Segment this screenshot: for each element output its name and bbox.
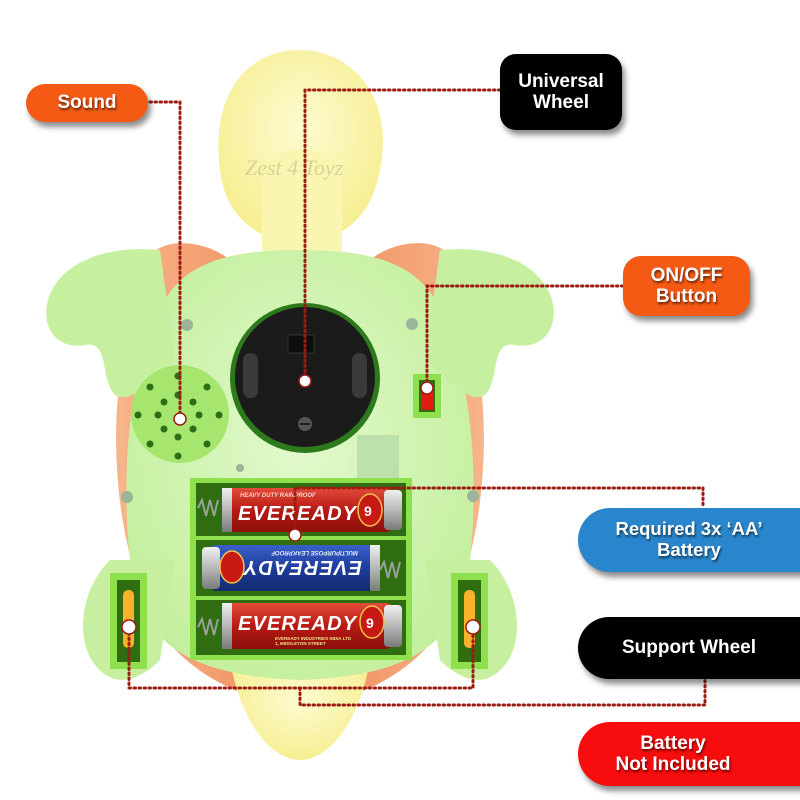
battery-2-fine-print: MULTIPURPOSE LEAKPROOF [271, 549, 358, 555]
left-support-dot [121, 619, 137, 635]
not-included-label-line1: Battery [640, 732, 706, 754]
battery-3-brand: EVEREADY [238, 613, 358, 635]
watermark: Zest 4 Toyz [245, 155, 344, 180]
battery-2-brand: EVEREADY [242, 556, 362, 578]
sound-dot [173, 412, 187, 426]
right-support-dot [465, 619, 481, 635]
battery-connector [293, 486, 705, 537]
universal-wheel-label-line1: Universal [518, 70, 604, 92]
turtle-tail [230, 660, 370, 760]
sound-label-text: Sound [57, 92, 117, 114]
battery-1-fine-print: HEAVY DUTY RAINPROOF [240, 493, 316, 499]
onoff-connector [425, 284, 625, 390]
battery-label-line1: Required 3x ‘AA’ [615, 518, 763, 540]
battery-required-label: Required 3x ‘AA’ Battery [578, 508, 800, 572]
wheel-dot [298, 374, 312, 388]
universal-wheel-label-line2: Wheel [533, 92, 589, 113]
right-support-wheel [451, 573, 488, 669]
battery-3-address: 1, MIDDLETON STREET [275, 641, 326, 646]
left-front-flipper [46, 249, 176, 398]
wheel-connector [303, 88, 502, 382]
svg-text:9: 9 [364, 503, 372, 519]
support-wheel-label-text: Support Wheel [621, 637, 757, 659]
connector-lines [127, 88, 707, 707]
turtle-head: Zest 4 Toyz [218, 50, 383, 280]
universal-wheel-label: Universal Wheel [500, 54, 622, 130]
support-connector [298, 677, 707, 707]
onoff-dot [420, 381, 434, 395]
battery-1-brand: EVEREADY [238, 503, 358, 525]
battery-dot [288, 528, 302, 542]
on-off-button-label: ON/OFF Button [623, 256, 750, 316]
battery-1: HEAVY DUTY RAINPROOF EVEREADY 9 [222, 488, 402, 532]
not-included-label-line2: Not Included [615, 754, 731, 775]
battery-2: EVEREADY MULTIPURPOSE LEAKPROOF [202, 545, 380, 591]
right-front-flipper [425, 249, 554, 398]
sound-label: Sound [26, 84, 148, 122]
on-off-label-line2: Button [655, 286, 718, 307]
support-wheel-label: Support Wheel [578, 617, 800, 679]
battery-not-included-label: Battery Not Included [578, 722, 800, 786]
target-dots [121, 374, 481, 635]
sound-connector [148, 100, 182, 421]
battery-3: EVEREADY EVEREADY INDUSTRIES INDIA LTD 1… [222, 603, 402, 649]
on-off-label-line1: ON/OFF [650, 264, 723, 286]
battery-label-line2: Battery [657, 539, 721, 560]
svg-text:9: 9 [366, 615, 374, 631]
battery-3-maker: EVEREADY INDUSTRIES INDIA LTD [275, 636, 352, 641]
